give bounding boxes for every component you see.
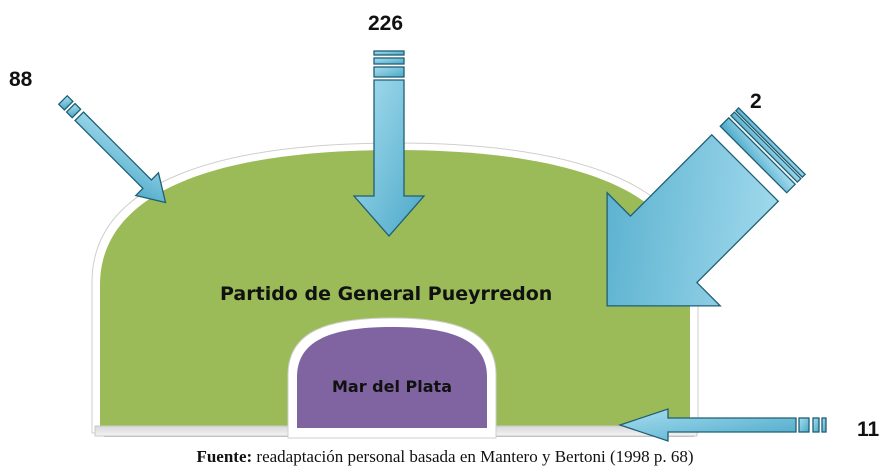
flow-arrow-north-west <box>57 94 167 204</box>
flow-arrow-north <box>352 50 426 237</box>
source-caption-text: readaptación personal basada en Mantero … <box>252 447 694 466</box>
flow-value-north-west: 88 <box>9 68 33 91</box>
partido-label: Partido de General Pueyrredon <box>220 283 553 305</box>
flow-value-north: 226 <box>368 12 404 35</box>
source-caption-label: Fuente: <box>196 447 253 466</box>
flow-arrow-north-east <box>606 106 807 307</box>
partido-region <box>100 150 690 428</box>
flow-arrow-east <box>617 408 827 442</box>
flow-value-east: 11 <box>857 418 880 441</box>
source-caption: Fuente: readaptación personal basada en … <box>0 447 890 467</box>
flow-value-north-east: 2 <box>750 90 762 113</box>
city-label: Mar del Plata <box>332 377 452 396</box>
city-region <box>297 327 487 428</box>
